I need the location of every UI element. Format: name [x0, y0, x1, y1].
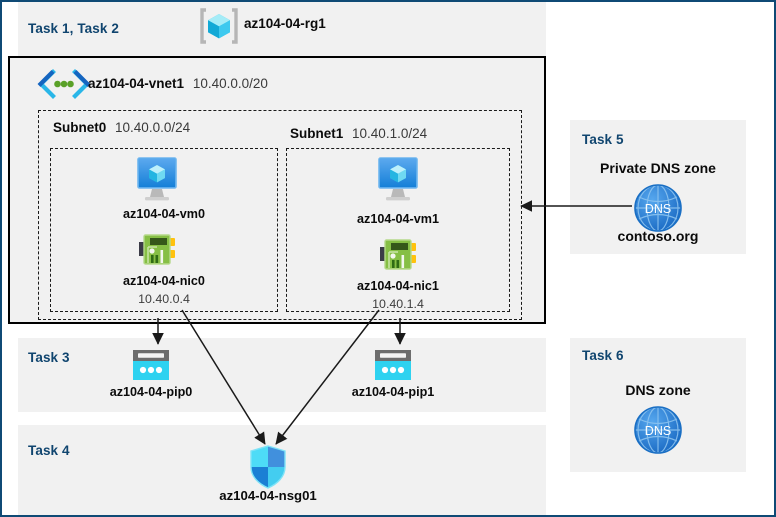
subnet1-cidr: 10.40.1.0/24	[352, 126, 428, 141]
resource-group-name: az104-04-rg1	[244, 16, 326, 31]
network-security-group-shield-icon	[248, 444, 288, 490]
nic0-label: az104-04-nic0	[123, 274, 205, 288]
private-dns-zone-title: Private DNS zone	[600, 160, 716, 176]
vm0-label: az104-04-vm0	[123, 207, 205, 221]
subnet0-box	[50, 148, 278, 312]
contoso-zone-name: contoso.org	[617, 228, 699, 244]
svg-text:DNS: DNS	[645, 202, 671, 216]
vnet-cidr: 10.40.0.0/20	[192, 76, 268, 91]
nic0-ip: 10.40.0.4	[138, 292, 190, 306]
subnet1-name: Subnet1	[290, 126, 344, 141]
vnet-name: az104-04-vnet1	[88, 76, 185, 91]
nsg-label: az104-04-nsg01	[219, 488, 317, 503]
vm1-label: az104-04-vm1	[357, 212, 439, 226]
subnet0-name: Subnet0	[53, 120, 107, 135]
task-label-3: Task 3	[28, 350, 70, 365]
pip1-label: az104-04-pip1	[351, 385, 435, 399]
dns-globe-icon: DNS	[632, 404, 684, 456]
pip0-label: az104-04-pip0	[109, 385, 193, 399]
svg-text:DNS: DNS	[645, 424, 671, 438]
network-interface-icon	[378, 236, 418, 274]
subnet0-cidr: 10.40.0.0/24	[115, 120, 191, 135]
resource-group-cube-icon	[199, 6, 239, 46]
public-ip-address-icon	[373, 348, 413, 382]
subnet1-heading: Subnet1 10.40.1.0/24	[290, 126, 427, 141]
subnet1-box	[286, 148, 510, 312]
nic1-label: az104-04-nic1	[357, 279, 439, 293]
task-label-5: Task 5	[582, 132, 624, 147]
resource-group-name-row: az104-04-rg1	[244, 16, 326, 31]
task-label-4: Task 4	[28, 443, 70, 458]
virtual-machine-icon	[133, 156, 181, 202]
network-interface-icon	[137, 231, 177, 269]
task3-panel	[18, 338, 546, 412]
subnet0-heading: Subnet0 10.40.0.0/24	[53, 120, 190, 135]
nic1-ip: 10.40.1.4	[372, 297, 424, 311]
virtual-network-icon	[36, 68, 92, 100]
task-label-1-2: Task 1, Task 2	[28, 21, 119, 36]
public-ip-address-icon	[131, 348, 171, 382]
dns-globe-icon: DNS	[632, 182, 684, 234]
vnet-name-row: az104-04-vnet1 10.40.0.0/20	[88, 76, 268, 91]
task-label-6: Task 6	[582, 348, 624, 363]
dns-zone-title: DNS zone	[625, 382, 691, 398]
resource-group-header-band	[18, 2, 546, 56]
virtual-machine-icon	[374, 156, 422, 202]
